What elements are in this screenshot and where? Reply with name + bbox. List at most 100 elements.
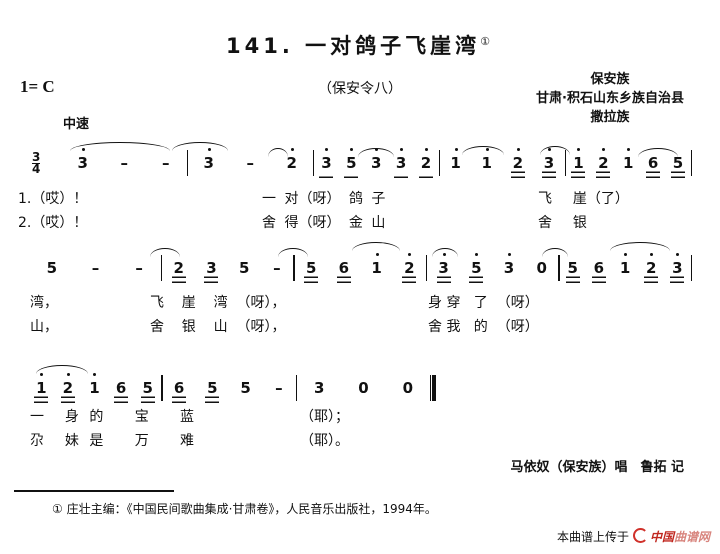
barline (293, 255, 295, 281)
barline (558, 255, 560, 281)
footnote-divider (14, 490, 174, 492)
note: 6 (337, 259, 351, 283)
lyric-verse-2: 尕 妹 是 万 难 (30, 433, 195, 449)
lyric-verse-2: 舍 银 (538, 215, 587, 231)
note: 0 (536, 259, 547, 277)
song-title: 141. 一对鸽子飞崖湾① (0, 30, 720, 60)
note: 2 (172, 259, 186, 283)
note: 5 (304, 259, 318, 283)
region: 甘肃·积石山东乡族自治县 (536, 91, 684, 106)
note: 1 (370, 253, 384, 283)
lyric-verse-2: （耶）。 (300, 433, 349, 449)
dash-extension: – (275, 379, 283, 397)
octave-dot (408, 253, 412, 256)
slur (278, 248, 308, 257)
octave-dot (350, 148, 354, 151)
lyric-verse-2: 山， (30, 319, 58, 335)
performer-credit: 马依奴（保安族）唱 鲁拓 记 (510, 460, 684, 475)
octave-dot (475, 253, 479, 256)
octave-dot (425, 148, 428, 151)
lyric-verse-1: 飞 崖 湾 （呀）， (150, 295, 286, 311)
note: 2 (61, 373, 75, 403)
slur (172, 142, 228, 151)
lyric-verse-1: 身 穿 了 （呀） (428, 295, 539, 311)
dash-extension: – (120, 154, 129, 172)
brand-part-2: 曲谱网 (673, 530, 710, 544)
note: 1 (618, 253, 632, 283)
note: 1 (34, 373, 48, 403)
slur (462, 146, 504, 155)
barline (425, 255, 428, 281)
note: 5 (238, 259, 250, 277)
note: 5 (566, 259, 580, 283)
brand-part-1: 中国 (649, 530, 674, 544)
octave-dot (454, 148, 458, 151)
note: 5 (205, 379, 219, 403)
octave-dot (627, 148, 631, 151)
barline (690, 255, 693, 281)
slur (638, 148, 678, 157)
lyric-verse-1: 飞 崖（了） (538, 191, 629, 207)
final-barline (430, 375, 436, 401)
footnote-marker: ① (480, 35, 494, 48)
note: 1 (571, 148, 585, 178)
note: 2 (285, 148, 299, 178)
octave-dot (93, 373, 97, 376)
lyric-verse-1: 湾， (30, 295, 58, 311)
note: 5 (469, 253, 483, 283)
note: 6 (172, 379, 186, 403)
slur (358, 148, 394, 157)
note: 3 (369, 148, 383, 178)
octave-dot (325, 148, 329, 151)
site-logo-icon (632, 528, 648, 543)
note: 2 (596, 148, 610, 178)
upload-text: 本曲谱上传于 (556, 530, 629, 544)
octave-dot (516, 148, 520, 151)
lyric-verse-2: 舍 银 山 （呀）， (150, 319, 286, 335)
barline (295, 375, 297, 401)
octave-dot (602, 148, 606, 151)
note: 3 (502, 253, 516, 283)
barline (161, 375, 163, 401)
time-top: 3 (32, 150, 41, 164)
note: 3 (204, 259, 218, 283)
measure: 5–– (30, 243, 161, 283)
note: 3 (670, 253, 684, 283)
octave-dot (676, 253, 680, 256)
note: 2 (419, 148, 433, 178)
note: 5 (141, 379, 155, 403)
note: 6 (592, 259, 606, 283)
octave-dot (290, 148, 294, 151)
slur (432, 248, 458, 257)
slur (540, 146, 570, 155)
note: 3 (394, 148, 408, 178)
slur (542, 248, 568, 257)
title-text: 141. 一对鸽子飞崖湾 (226, 34, 481, 58)
note: 6 (114, 379, 128, 403)
upload-credit: 本曲谱上传于 中国曲谱网 (557, 528, 710, 545)
note: 1 (449, 148, 463, 178)
note: 1 (87, 373, 101, 403)
slur (70, 142, 170, 151)
note: 3 (319, 148, 333, 178)
note: 3 (313, 379, 325, 397)
dash-extension: – (91, 259, 100, 277)
lyric-verse-2: 2.（哎）！ (18, 215, 88, 231)
slur (150, 248, 180, 257)
lyric-verse-2: 舍 我 的 （呀） (428, 319, 539, 335)
barline (312, 150, 314, 176)
lyric-verse-1: 一 对（呀） 鸽 子 (262, 191, 386, 207)
site-brand-link[interactable]: 中国曲谱网 (650, 530, 710, 544)
note: 6 (646, 154, 660, 178)
octave-dot (66, 373, 70, 376)
octave-dot (400, 148, 404, 151)
note: 2 (402, 253, 416, 283)
